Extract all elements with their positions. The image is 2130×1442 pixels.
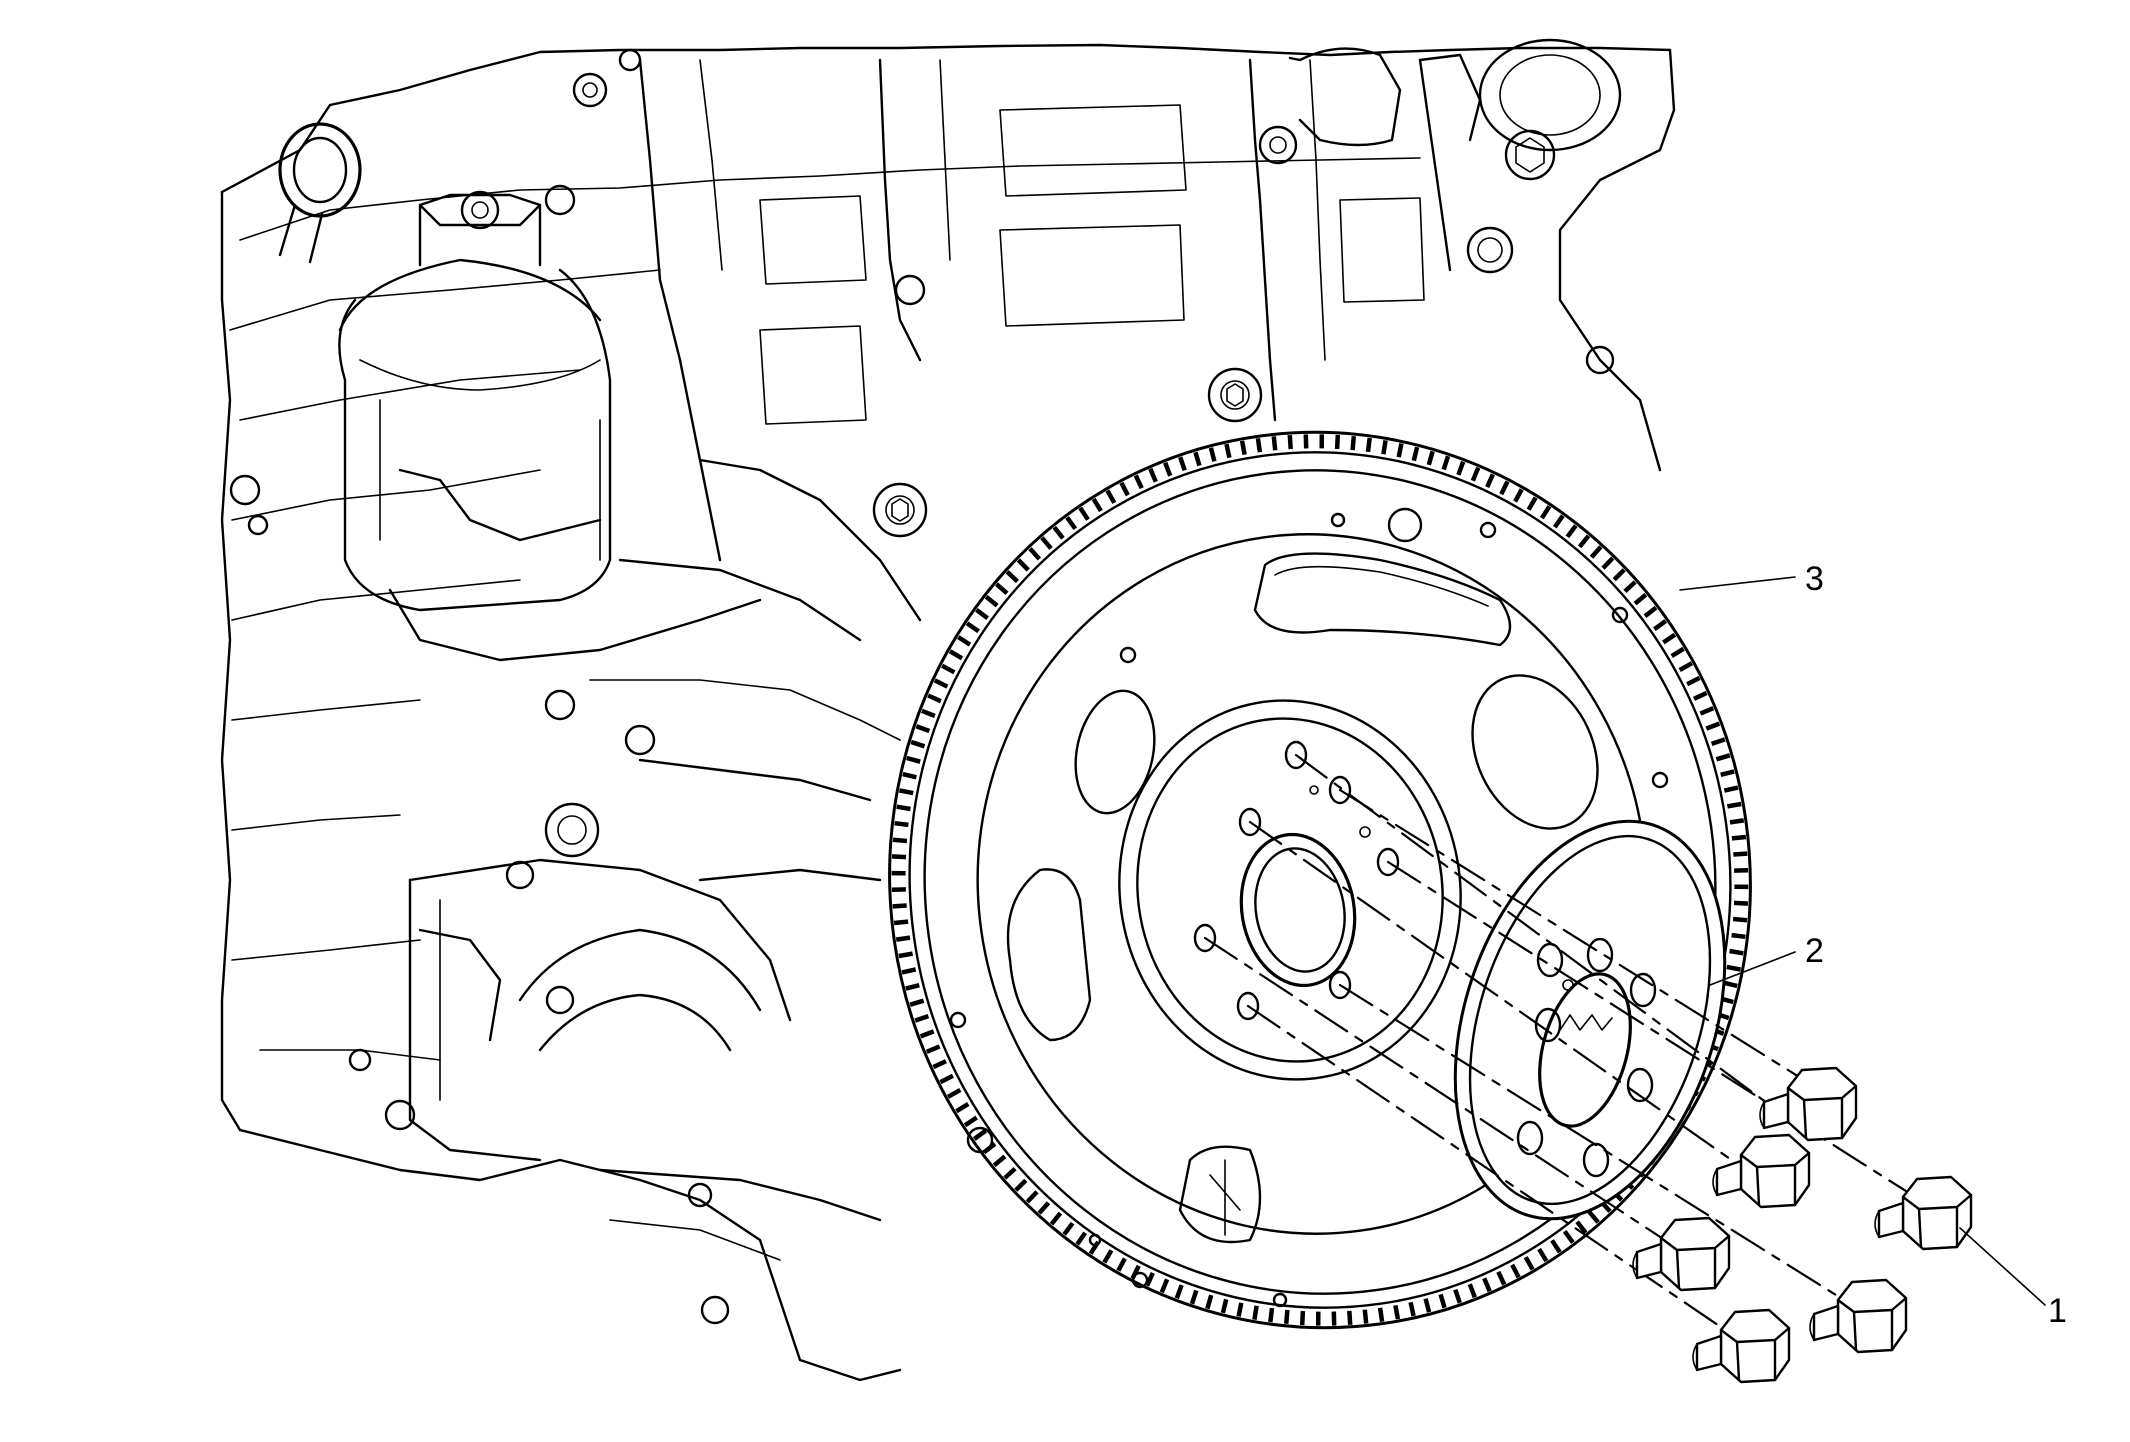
bolt — [1873, 1175, 1973, 1251]
callout-2-label: 2 — [1805, 932, 1824, 970]
engine-block — [220, 38, 1676, 1382]
flywheel-reinforcement-plate — [1453, 819, 1727, 1221]
bolt — [1808, 1278, 1908, 1354]
callout-leaders — [1679, 576, 2046, 1306]
bolt — [1758, 1066, 1858, 1142]
callout-3-label: 3 — [1805, 560, 1824, 598]
bolt-alignment-lines — [1203, 753, 1922, 1342]
callout-1-label: 1 — [2048, 1292, 2067, 1330]
bolt — [1711, 1133, 1811, 1209]
bolt — [1691, 1308, 1791, 1384]
